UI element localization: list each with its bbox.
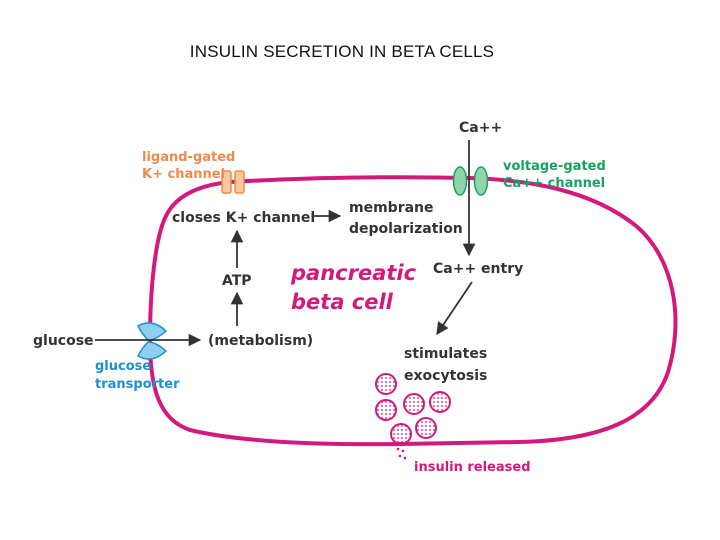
insulin-vesicle [375, 399, 397, 421]
glucose-transporter [137, 322, 168, 360]
closes-k-channel-label: closes K+ channel [172, 210, 315, 226]
voltage-gated-ca-channel [452, 166, 489, 196]
ca-top-label: Ca++ [459, 120, 502, 136]
insulin-vesicle-fusing [390, 423, 412, 445]
metabolism-label: (metabolism) [208, 333, 313, 349]
released-insulin-dots [396, 447, 407, 460]
atp-label: ATP [222, 273, 252, 289]
slide-title: INSULIN SECRETION IN BETA CELLS [189, 42, 495, 61]
insulin-vesicle [375, 373, 397, 395]
glucose-transporter-line1: glucose [95, 359, 151, 374]
stimulates-exocytosis-line2: exocytosis [404, 368, 487, 384]
ligand-channel-label-line2: K+ channel [142, 167, 225, 182]
ligand-channel-label-line1: ligand-gated [142, 150, 235, 165]
insulin-vesicles [375, 373, 451, 445]
cell-label-line1: pancreatic [290, 261, 417, 285]
insulin-released-label: insulin released [414, 460, 531, 475]
glucose-label: glucose [33, 333, 94, 349]
insulin-vesicle [403, 393, 425, 415]
cell-label-line2: beta cell [291, 290, 394, 314]
voltage-channel-label-line2: Ca++ channel [503, 176, 605, 191]
glucose-transporter-line2: transporter [95, 377, 180, 392]
insulin-vesicle [429, 391, 451, 413]
stimulates-exocytosis-line1: stimulates [404, 346, 487, 362]
voltage-channel-label-line1: voltage-gated [503, 159, 606, 174]
ca-entry-label: Ca++ entry [433, 261, 523, 277]
arrow-ca-entry-to-exocytosis [436, 281, 473, 336]
insulin-vesicle [415, 417, 437, 439]
membrane-depolarization-line1: membrane [349, 200, 434, 216]
ligand-gated-k-channel [221, 170, 245, 194]
membrane-depolarization-line2: depolarization [349, 221, 463, 237]
